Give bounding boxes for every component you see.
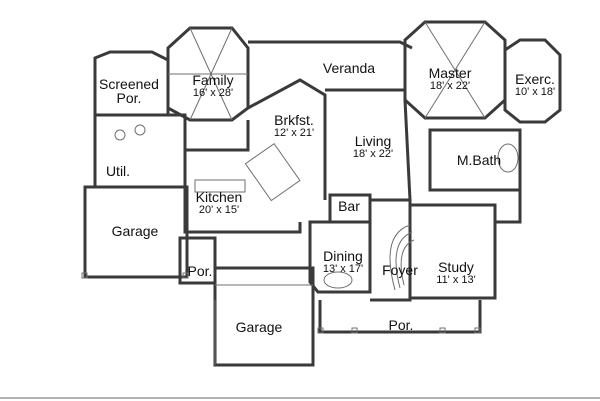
study-label: Study 11' x 13' (428, 260, 484, 286)
dining-label: Dining 13' x 17' (312, 249, 374, 275)
porch-front-name: Por. (388, 317, 414, 333)
side-porch-wall (178, 236, 217, 285)
veranda-label: Veranda (318, 61, 380, 75)
util-fixture (114, 129, 126, 141)
dining-dims: 13' x 17' (322, 263, 364, 275)
living-name: Living (354, 133, 392, 149)
kitchen-counter (194, 179, 246, 193)
master-label: Master 18' x 22' (420, 66, 480, 92)
garage-left-label: Garage (105, 224, 165, 238)
foyer-label: Foyer (380, 263, 420, 277)
dining-name: Dining (323, 248, 363, 264)
kitchen-label: Kitchen 20' x 15' (188, 190, 250, 216)
veranda-name: Veranda (322, 60, 376, 76)
garage-bottom-detail (214, 284, 313, 365)
screened-porch-name-2: Por. (116, 90, 142, 106)
foyer-name: Foyer (382, 262, 418, 278)
kitchen-name: Kitchen (195, 189, 243, 205)
kitchen-island (244, 142, 301, 202)
veranda-wall (248, 40, 413, 50)
living-label: Living 18' x 22' (338, 134, 408, 160)
foyer-stair (389, 224, 415, 291)
breakfast-name: Brkfst. (274, 112, 314, 128)
breakfast-label: Brkfst. 12' x 21' (264, 113, 324, 139)
bar-label: Bar (334, 199, 364, 213)
living-dims: 18' x 22' (352, 148, 394, 160)
exercise-name: Exerc. (515, 71, 555, 87)
breakfast-dims: 12' x 21' (273, 127, 315, 139)
study-wall (410, 203, 497, 300)
dining-table (323, 271, 353, 289)
utility-name: Util. (105, 163, 131, 179)
right-wing-wall (495, 188, 522, 224)
garage-bottom-wall (213, 266, 315, 367)
porch-front-label: Por. (385, 318, 417, 332)
master-bath-name: M.Bath (456, 152, 502, 168)
breakfast-living-divider (247, 78, 327, 200)
master-dims: 18' x 22' (429, 80, 471, 92)
bath-tub (497, 143, 519, 173)
screened-porch-name-1: Screened (99, 76, 159, 92)
exercise-wall (503, 38, 562, 124)
master-bath-wall (428, 128, 522, 192)
util-fixture-2 (134, 124, 146, 136)
porch-side-name: Por. (187, 263, 213, 279)
master-bath-label: M.Bath (450, 153, 508, 167)
family-ceiling-lines (168, 27, 248, 121)
study-dims: 11' x 13' (436, 274, 476, 286)
porch-columns (81, 272, 481, 334)
kitchen-wall (183, 120, 302, 234)
exercise-label: Exerc. 10' x 18' (510, 72, 560, 98)
porch-side-label: Por. (185, 264, 215, 278)
exercise-dims: 10' x 18' (514, 86, 556, 98)
master-ceiling-lines (424, 21, 486, 119)
garage-bottom-label: Garage (228, 320, 290, 334)
bar-wall (328, 193, 372, 224)
family-label: Family 16' x 28' (181, 73, 245, 99)
foyer-wall (370, 198, 412, 302)
utility-label: Util. (100, 164, 136, 178)
kitchen-dims: 20' x 15' (198, 204, 240, 216)
bar-name: Bar (338, 198, 360, 214)
family-dims: 16' x 28' (192, 87, 234, 99)
garage-bottom-name: Garage (235, 319, 283, 335)
front-porch-wall (318, 300, 482, 334)
garage-left-name: Garage (111, 223, 159, 239)
study-name: Study (438, 259, 474, 275)
screened-porch-label: Screened Por. (97, 77, 161, 105)
family-name: Family (192, 72, 234, 88)
master-name: Master (428, 65, 472, 81)
